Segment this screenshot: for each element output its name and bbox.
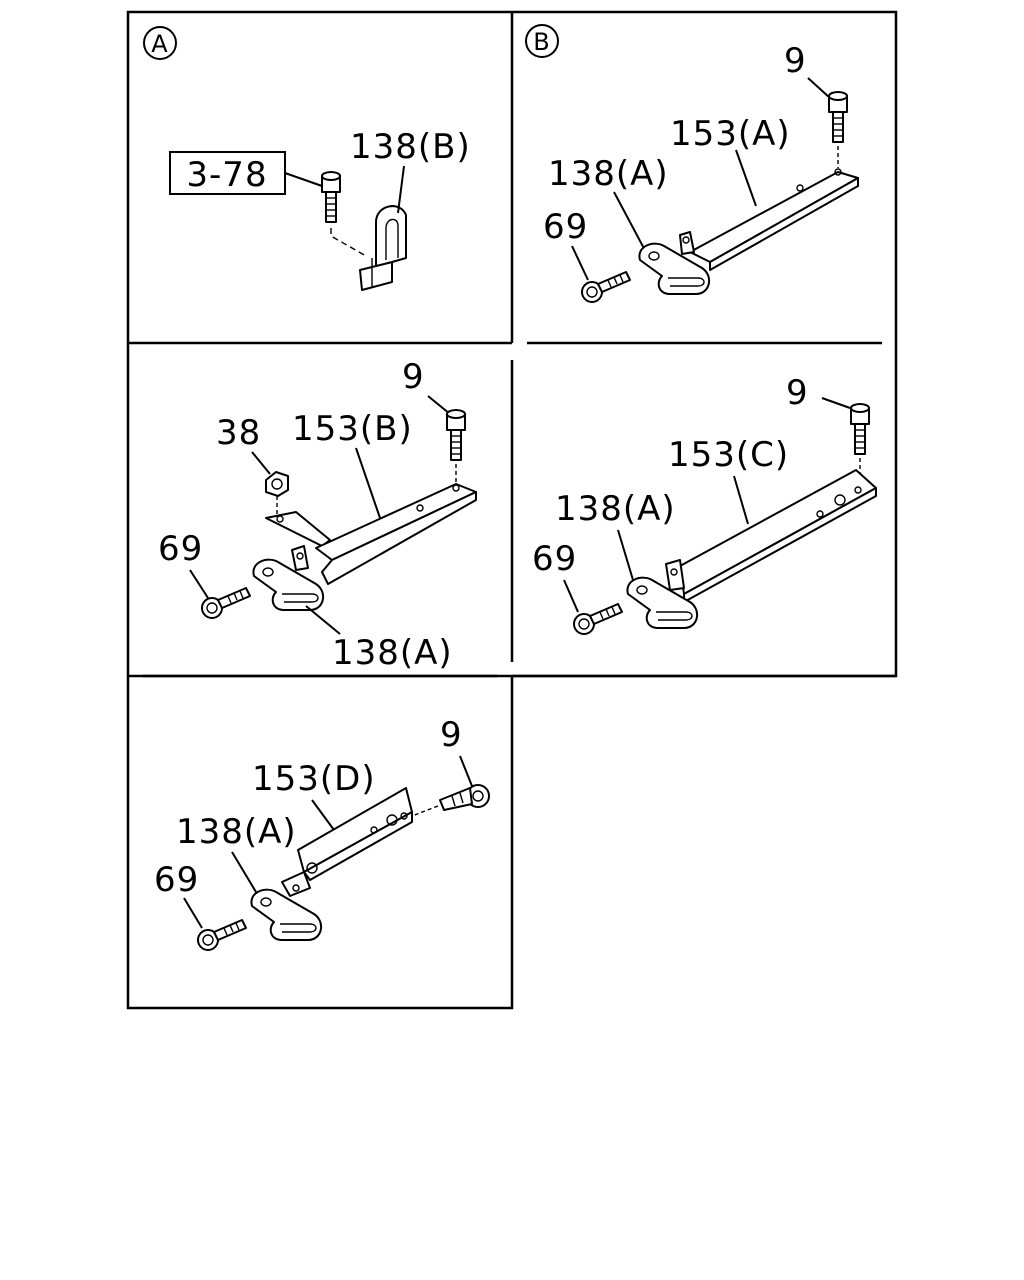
leader-153d: [311, 799, 335, 831]
ref-leader-line: [284, 172, 323, 187]
leader-153a: [735, 149, 757, 207]
label-9: 9: [402, 357, 425, 397]
section-a: A 3-78 138(B): [143, 26, 471, 291]
clip-icon: [252, 558, 325, 611]
section-frames: [126, 10, 898, 1010]
bracket-153b-icon: [265, 483, 477, 585]
leader-38: [251, 451, 271, 475]
leader-69: [183, 897, 203, 929]
reference-box-text: 3-78: [186, 155, 267, 195]
leader-9: [459, 755, 473, 787]
label-9: 9: [786, 373, 809, 413]
label-138b: 138(B): [350, 127, 471, 167]
leader-9: [821, 397, 851, 409]
leader-69: [189, 569, 209, 599]
bolt-icon: [828, 91, 848, 143]
bracket-153d-icon: [281, 787, 413, 897]
assembly-guide-line: [330, 228, 367, 257]
leader-138a: [613, 191, 649, 257]
label-138a: 138(A): [548, 154, 669, 194]
clip-icon: [250, 888, 323, 941]
leader-153b: [355, 447, 381, 519]
leader-9: [807, 77, 831, 99]
section-c: 9 38 153(B) 69 138(A): [158, 357, 477, 673]
bracket-153a-icon: [679, 168, 859, 271]
label-69: 69: [158, 529, 203, 569]
bolt-icon: [197, 919, 247, 951]
label-138a: 138(A): [176, 812, 297, 852]
label-138a: 138(A): [332, 633, 453, 673]
label-9: 9: [440, 715, 463, 755]
label-9: 9: [784, 41, 807, 81]
bolt-icon: [446, 409, 466, 461]
leader-69: [571, 245, 589, 281]
bracket-153c-icon: [665, 469, 877, 603]
label-153a: 153(A): [670, 114, 791, 154]
guide-9: [411, 805, 439, 817]
label-153c: 153(C): [668, 435, 789, 475]
bolt-icon: [850, 403, 870, 455]
bolt-icon: [581, 271, 631, 303]
leader-138a: [305, 605, 341, 635]
section-a-marker: A: [143, 26, 177, 60]
bolt-icon: [321, 171, 341, 223]
label-138a: 138(A): [555, 489, 676, 529]
label-69: 69: [543, 207, 588, 247]
section-e: 9 153(D) 138(A) 69: [154, 715, 490, 951]
section-d: 9 153(C) 138(A) 69: [532, 373, 877, 635]
clip-leader-line: [397, 165, 405, 214]
section-a-marker-letter: A: [151, 30, 168, 58]
reference-box: 3-78: [169, 151, 286, 195]
nut-icon: [265, 471, 289, 497]
label-69: 69: [154, 860, 199, 900]
leader-153c: [733, 475, 749, 525]
label-153b: 153(B): [292, 409, 413, 449]
section-b-marker: B: [525, 24, 559, 58]
clip-138b-icon: [359, 205, 407, 291]
section-b-marker-letter: B: [533, 28, 550, 56]
leader-69: [563, 579, 579, 613]
label-69: 69: [532, 539, 577, 579]
bolt-icon: [573, 603, 623, 635]
section-b: B 9 153(A) 138(A) 69: [525, 24, 859, 303]
bolt-icon: [201, 587, 251, 619]
leader-9: [427, 395, 451, 415]
bolt-icon: [439, 784, 490, 811]
label-38: 38: [216, 413, 261, 453]
label-153d: 153(D): [252, 759, 376, 799]
